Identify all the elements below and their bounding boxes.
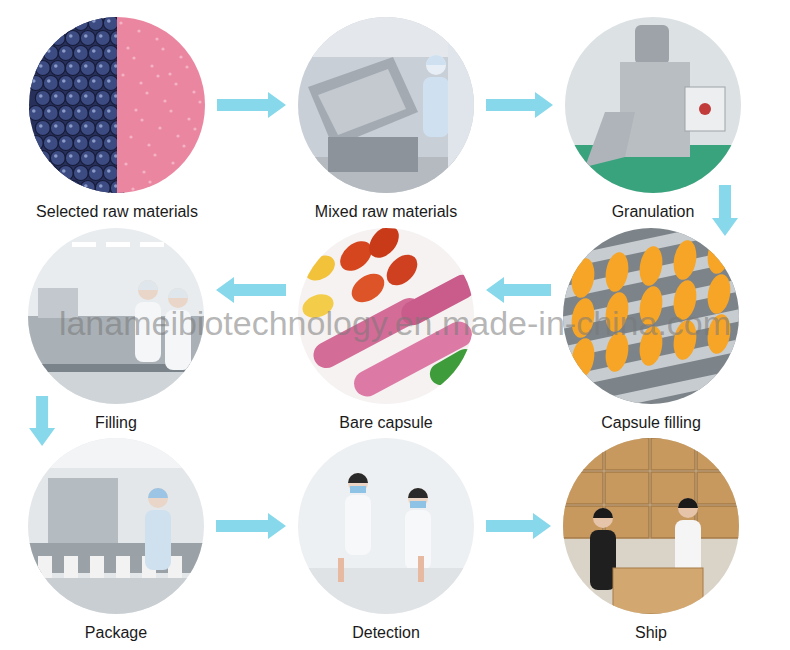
step-label-group: Package	[85, 623, 147, 642]
flow-arrow	[712, 185, 738, 236]
flow-arrow	[216, 513, 286, 539]
step-photo	[28, 438, 204, 614]
step-label-group: Granulation	[612, 202, 695, 221]
step-label-group: Ship	[635, 623, 667, 642]
step-label: Ship	[635, 623, 667, 642]
step-label: Filling	[95, 413, 137, 432]
step-label: Selected raw materials	[36, 202, 198, 221]
flow-arrow	[486, 92, 553, 118]
step-label: Capsule filling	[601, 413, 701, 432]
step-label-group: Bare capsule	[339, 413, 432, 432]
flow-arrow	[29, 396, 55, 446]
process-step-circle: Package	[28, 438, 204, 614]
step-label: Granulation	[612, 202, 695, 221]
flow-arrow	[216, 277, 286, 303]
step-photo	[29, 17, 205, 193]
flow-arrow	[217, 92, 286, 118]
step-label-group: Capsule filling	[601, 413, 701, 432]
step-label: Package	[85, 623, 147, 642]
step-label-group: Filling	[95, 413, 137, 432]
step-label-group: Detection	[352, 623, 420, 642]
process-step-circle: Mixed raw materials	[298, 17, 474, 193]
step-photo	[565, 17, 741, 193]
flow-arrow	[486, 513, 551, 539]
step-label: Mixed raw materials	[315, 202, 457, 221]
step-label-group: Mixed raw materials	[315, 202, 457, 221]
step-photo	[298, 438, 474, 614]
step-label: Bare capsule	[339, 413, 432, 432]
watermark: lanameibiotechnology.en.made-in-china.co…	[0, 304, 790, 343]
process-step-circle: Detection	[298, 438, 474, 614]
step-label: Detection	[352, 623, 420, 642]
process-step-circle: Selected raw materials	[29, 17, 205, 193]
step-photo	[298, 17, 474, 193]
step-label-group: Selected raw materials	[36, 202, 198, 221]
step-photo	[563, 438, 739, 614]
flow-arrow	[486, 277, 551, 303]
process-step-circle: Ship	[563, 438, 739, 614]
process-step-circle: Granulation	[565, 17, 741, 193]
